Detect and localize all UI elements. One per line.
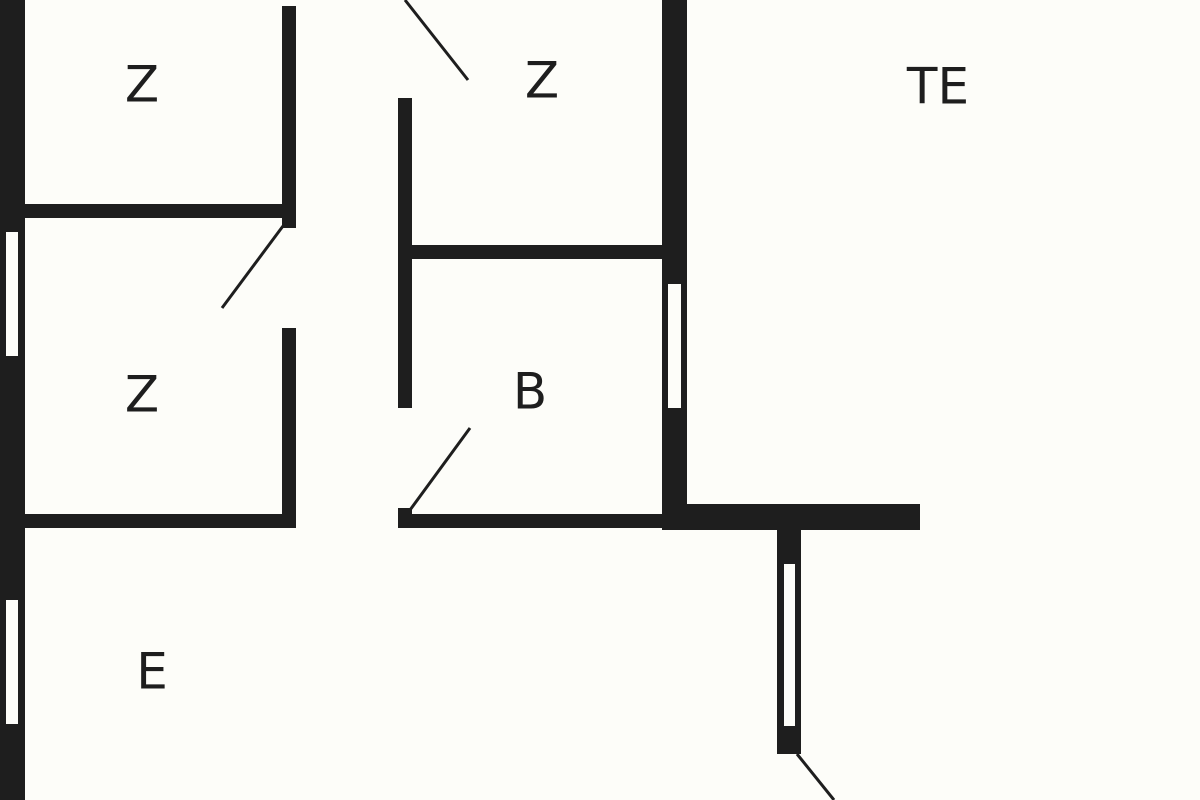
wall-terrace-bottom (662, 504, 920, 530)
window-left-upper (6, 232, 18, 356)
wall-terrace-left (662, 0, 687, 530)
wall-top-left-room-right (282, 6, 296, 228)
walls (0, 0, 920, 800)
room-label-bathroom: B (513, 363, 547, 421)
door-swing-top-center (403, 0, 470, 81)
wall-mid-left-room-bottom (25, 514, 295, 528)
room-label-top-left: Z (125, 56, 159, 114)
door-swing-entrance (795, 753, 836, 800)
wall-top-center-room-bottom (398, 245, 670, 259)
doors (220, 0, 836, 800)
windows (6, 232, 795, 726)
room-label-mid-left: Z (125, 366, 159, 424)
room-labels: Z Z Z B TE E (125, 52, 969, 701)
window-terrace-wall (668, 284, 681, 408)
room-label-entrance: E (136, 643, 168, 701)
room-label-top-center: Z (525, 52, 559, 110)
wall-mid-left-room-right (282, 328, 296, 528)
room-label-terrace: TE (906, 58, 969, 116)
wall-top-left-room-bottom (25, 204, 295, 218)
door-swing-mid-left (220, 225, 285, 309)
window-left-lower (6, 600, 18, 724)
door-stub-bathroom (398, 508, 412, 528)
window-entrance-divider (784, 564, 795, 726)
wall-bathroom-bottom (398, 514, 670, 528)
door-swing-bathroom (408, 427, 472, 511)
